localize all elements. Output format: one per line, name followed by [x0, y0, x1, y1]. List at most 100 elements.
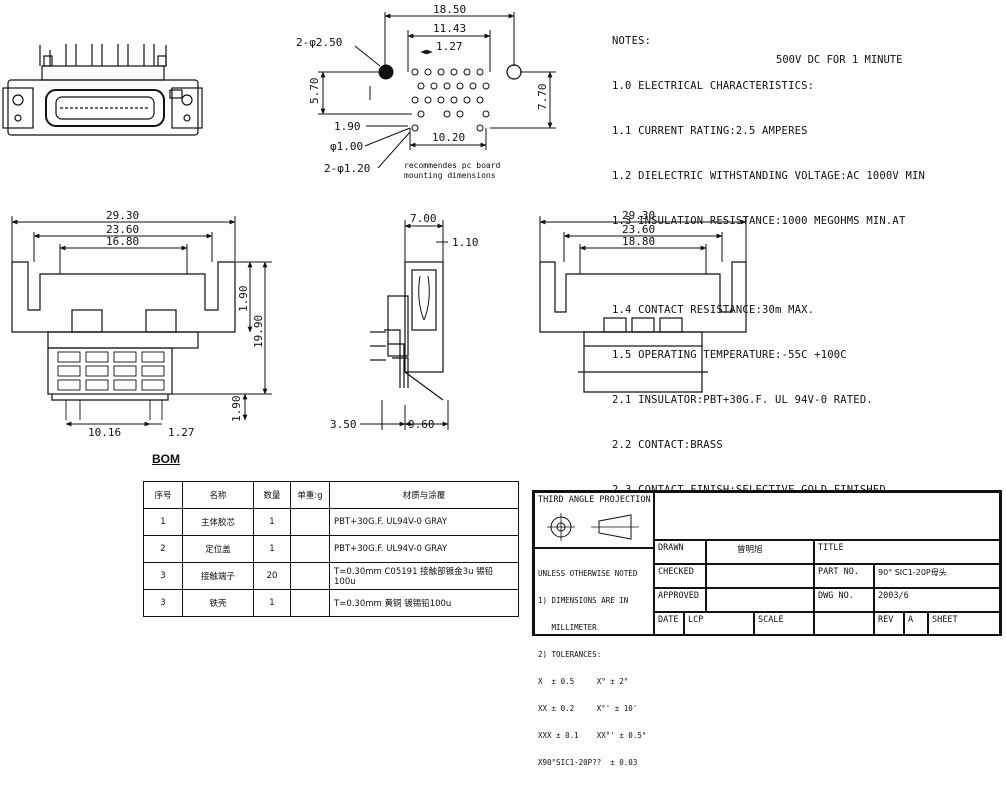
bom-cell-name: 铁壳 — [182, 589, 254, 617]
dim-big-holes: 2-φ2.50 — [296, 36, 342, 49]
back-dim-w3: 18.80 — [622, 235, 655, 248]
bom-cell-no: 3 — [143, 562, 183, 590]
rev-value: A — [904, 612, 928, 636]
back-view-labels: 29.30 23.60 18.80 — [622, 209, 655, 248]
note-line: 1.2 DIELECTRIC WITHSTANDING VOLTAGE:AC 1… — [612, 170, 926, 182]
drawn-label: DRAWN — [654, 540, 706, 564]
bom-cell-weight — [290, 589, 330, 617]
tolerance-line: MILLIMETER — [538, 623, 597, 632]
bom-cell-qty: 20 — [253, 562, 291, 590]
front-view — [11, 216, 272, 427]
table-row: 2 定位盖 1 PBT+30G.F. UL94V-0 GRAY — [143, 535, 519, 563]
note-line: 1.5 OPERATING TEMPERATURE:-55C +100C — [612, 349, 847, 361]
bom-table: 序号 名称 数量 单重:g 材质与涂覆 1 主体胶芯 1 PBT+30G.F. … — [143, 481, 519, 617]
bom-cell-name: 主体胶芯 — [182, 508, 254, 536]
note-line: 2.2 CONTACT:BRASS — [612, 439, 723, 451]
bom-cell-name: 接触端子 — [182, 562, 254, 590]
bom-cell-no: 2 — [143, 535, 183, 563]
tolerance-line: XXX ± 0.1 XX°' ± 0.5° — [538, 731, 647, 740]
bom-header-row: 序号 名称 数量 单重:g 材质与涂覆 — [143, 481, 519, 509]
dim-offset: 1.90 — [334, 120, 361, 133]
tolerance-line: 2) TOLERANCES: — [538, 650, 602, 659]
bom-header: 名称 — [182, 481, 254, 509]
bom-header: 序号 — [143, 481, 183, 509]
bom-cell-weight — [290, 562, 330, 590]
bom-cell-no: 1 — [143, 508, 183, 536]
part-no-value: 90° SIC1-20P母头 — [874, 564, 1000, 588]
tolerance-line: X ± 0.5 X° ± 2° — [538, 677, 629, 686]
front-dim-w2: 23.60 — [106, 223, 139, 236]
back-dim-w2: 23.60 — [622, 223, 655, 236]
front-dim-pitch-total: 10.16 — [88, 426, 121, 439]
tolerance-line: UNLESS OTHERWISE NOTED — [538, 569, 638, 578]
side-dim-top2: 1.10 — [452, 236, 479, 249]
dwg-no-label: DWG NO. — [814, 588, 874, 612]
note-line: 1.4 CONTACT RESISTANCE:30m MAX. — [612, 304, 815, 316]
pcb-dimension-labels: 18.50 11.43 1.27 2-φ2.50 5.70 7.70 1.90 … — [296, 3, 549, 180]
title-label: TITLE — [814, 540, 1000, 564]
date-label: DATE — [654, 612, 684, 636]
tolerance-line: XX ± 0.2 X°' ± 10' — [538, 704, 638, 713]
bom-cell-material: PBT+30G.F. UL94V-0 GRAY — [329, 508, 519, 536]
side-dim-top: 7.00 — [410, 212, 437, 225]
front-view-labels: 29.30 23.60 16.80 1.90 19.90 1.90 10.16 … — [88, 209, 265, 439]
front-dim-w1: 29.30 — [106, 209, 139, 222]
drawn-value: 曾明旭 — [706, 540, 814, 564]
dim-small-holes: 2-φ1.20 — [324, 162, 370, 175]
projection-label: THIRD ANGLE PROJECTION — [538, 495, 651, 505]
dim-height-left: 5.70 — [308, 78, 321, 105]
pcb-hole-layout — [318, 12, 556, 169]
bom-cell-qty: 1 — [253, 589, 291, 617]
blank-header-cell — [654, 492, 1000, 540]
notes-heading: NOTES: — [612, 35, 652, 47]
dim-overall: 18.50 — [433, 3, 466, 16]
scale-label: SCALE — [754, 612, 814, 636]
back-view — [539, 216, 747, 393]
front-dim-h1: 1.90 — [237, 286, 250, 313]
table-row: 3 接触端子 20 T=0.30mm C05191 接触部镀金3u 锡铅100u — [143, 562, 519, 590]
part-no-label: PART NO. — [814, 564, 874, 588]
front-dim-h3: 1.90 — [230, 396, 243, 423]
note-line: 1.1 CURRENT RATING:2.5 AMPERES — [612, 125, 808, 137]
part-footer: X90°SIC1-20P?? ± 0.03 — [538, 758, 638, 767]
dim-span: 10.20 — [432, 131, 465, 144]
dim-pitch: 1.27 — [436, 40, 463, 53]
bom-title: BOM — [152, 452, 180, 466]
side-dim-bottom-left: 3.50 — [330, 418, 357, 431]
checked-value — [706, 564, 814, 588]
bom-header: 单重:g — [290, 481, 330, 509]
note-line: 2.1 INSULATOR:PBT+30G.F. UL 94V-0 RATED. — [612, 394, 873, 406]
note-line: 1.0 ELECTRICAL CHARACTERISTICS: — [612, 80, 815, 92]
table-row: 1 主体胶芯 1 PBT+30G.F. UL94V-0 GRAY — [143, 508, 519, 536]
back-dim-w1: 29.30 — [622, 209, 655, 222]
scale-value — [814, 612, 874, 636]
notes-block: NOTES: 1.0 ELECTRICAL CHARACTERISTICS: 1… — [612, 4, 925, 513]
approved-value — [706, 588, 814, 612]
dim-pitch-wide: 11.43 — [433, 22, 466, 35]
checked-label: CHECKED — [654, 564, 706, 588]
bom-cell-weight — [290, 535, 330, 563]
projection-symbol-icon — [547, 513, 639, 541]
bom-header: 材质与涂覆 — [329, 481, 519, 509]
title-block: THIRD ANGLE PROJECTION UNLESS OTHERWISE … — [532, 490, 1002, 767]
projection-cell: THIRD ANGLE PROJECTION — [534, 492, 654, 548]
side-dim-bottom: 9.60 — [408, 418, 435, 431]
bom-cell-name: 定位盖 — [182, 535, 254, 563]
dim-hole-small: φ1.00 — [330, 140, 363, 153]
pcb-caption-1: recommendes pc board — [404, 161, 501, 170]
pin-holes — [411, 68, 490, 132]
side-view — [360, 220, 449, 430]
bom-cell-material: PBT+30G.F. UL94V-0 GRAY — [329, 535, 519, 563]
bom-cell-no: 3 — [143, 589, 183, 617]
bom-header: 数量 — [253, 481, 291, 509]
table-row: 3 铁壳 1 T=0.30mm 黄铜 镀锡铅100u — [143, 589, 519, 617]
rev-label: REV — [874, 612, 904, 636]
side-view-labels: 7.00 1.10 3.50 9.60 — [330, 212, 479, 431]
notes-overprint: 500V DC FOR 1 MINUTE — [776, 54, 903, 66]
tolerance-cell: UNLESS OTHERWISE NOTED 1) DIMENSIONS ARE… — [534, 548, 654, 767]
dim-height-right: 7.70 — [536, 84, 549, 111]
bom-cell-material: T=0.30mm 黄铜 镀锡铅100u — [329, 589, 519, 617]
dwg-no-value: 2003/6 — [874, 588, 1000, 612]
pcb-caption-2: mounting dimensions — [404, 171, 496, 180]
front-dim-pitch: 1.27 — [168, 426, 195, 439]
